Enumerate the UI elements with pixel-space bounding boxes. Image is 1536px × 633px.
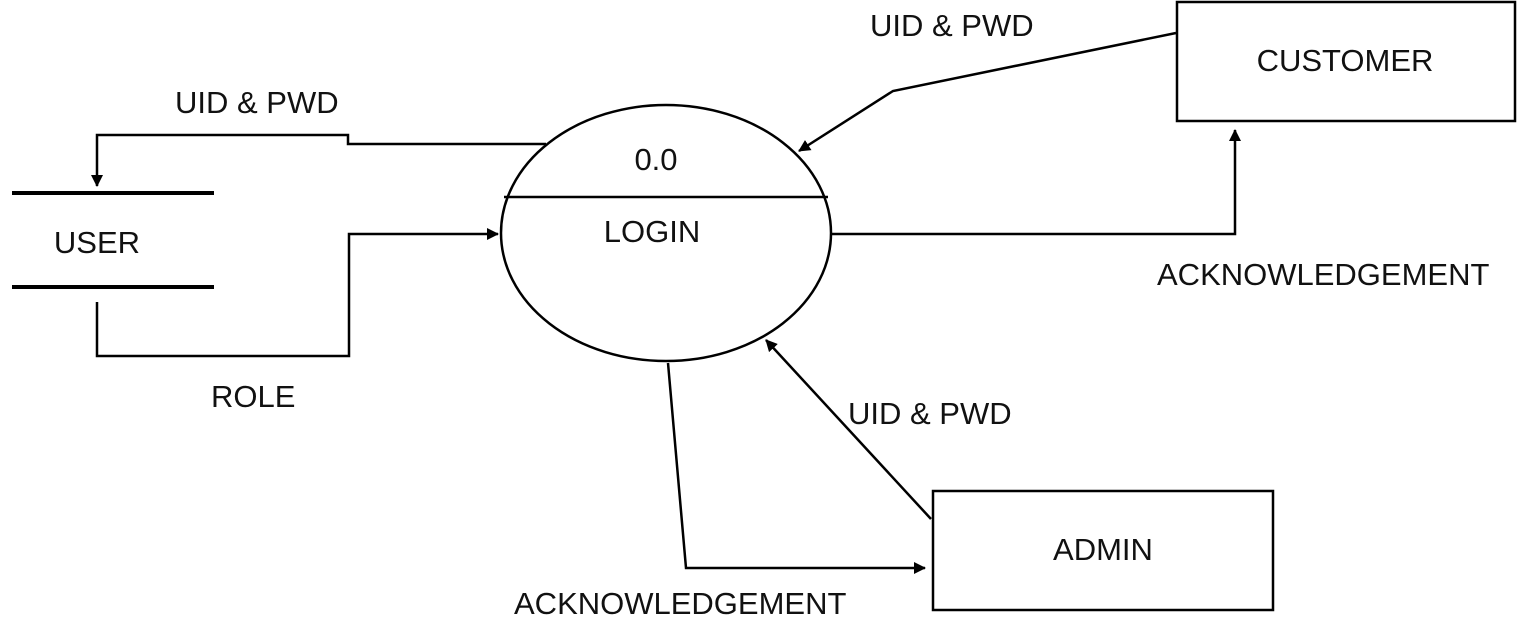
- entity-admin-box: [931, 489, 1275, 612]
- flow-login-to-user[interactable]: UID & PWD: [91, 85, 546, 187]
- flow-login-to-admin-arrow: [666, 362, 926, 574]
- flow-user-to-login-arrow: [95, 228, 499, 358]
- process-number: 0.0: [634, 142, 677, 177]
- flow-login-to-user-arrow: [91, 133, 546, 187]
- flow-admin-to-login[interactable]: UID & PWD: [765, 339, 1012, 520]
- flow-admin-to-login-arrow: [765, 339, 932, 520]
- data-store-name: USER: [54, 225, 140, 260]
- process-name: LOGIN: [604, 214, 700, 249]
- flow-user-to-login[interactable]: ROLE: [95, 228, 499, 414]
- flow-login-to-user-label: UID & PWD: [175, 85, 339, 120]
- flow-customer-to-login-label: UID & PWD: [870, 8, 1034, 43]
- entity-admin[interactable]: ADMIN: [931, 489, 1275, 612]
- flow-login-to-customer-arrow: [832, 129, 1241, 236]
- entity-customer-box: [1175, 0, 1517, 123]
- flow-customer-to-login-arrow: [798, 31, 1177, 153]
- entity-customer[interactable]: CUSTOMER: [1175, 0, 1517, 123]
- flow-admin-to-login-label: UID & PWD: [848, 396, 1012, 431]
- process-login[interactable]: 0.0 LOGIN: [499, 103, 833, 363]
- flow-customer-to-login[interactable]: UID & PWD: [798, 8, 1177, 153]
- flow-login-to-customer-label: ACKNOWLEDGEMENT: [1157, 257, 1489, 292]
- flow-login-to-customer[interactable]: ACKNOWLEDGEMENT: [832, 129, 1489, 292]
- data-store-user[interactable]: USER: [12, 191, 214, 289]
- flow-login-to-admin[interactable]: ACKNOWLEDGEMENT: [514, 362, 926, 621]
- flow-login-to-admin-label: ACKNOWLEDGEMENT: [514, 586, 846, 621]
- entity-admin-name: ADMIN: [1053, 532, 1153, 567]
- entity-customer-name: CUSTOMER: [1257, 43, 1434, 78]
- process-circle: [499, 103, 833, 363]
- flow-user-to-login-label: ROLE: [211, 379, 295, 414]
